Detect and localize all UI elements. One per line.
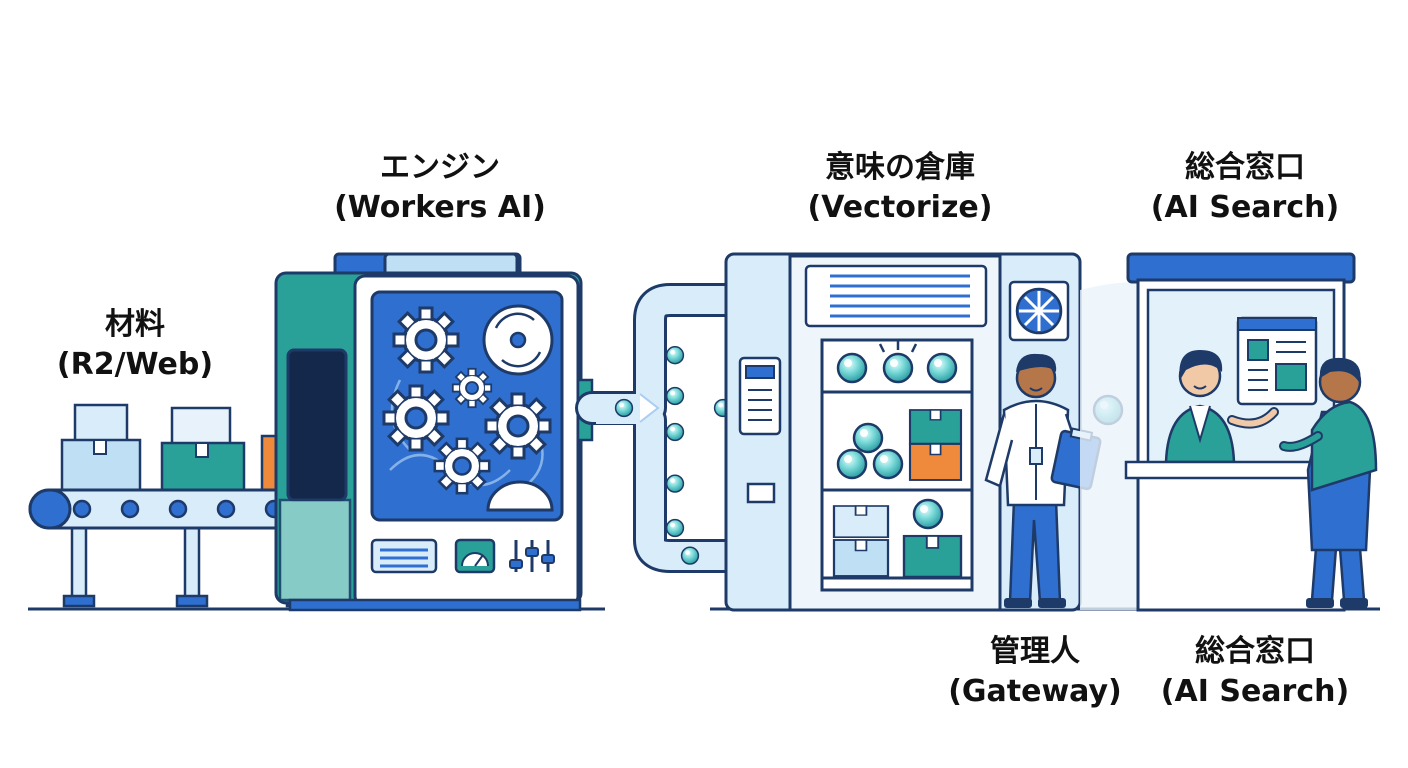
engine-label: エンジン (Workers AI) xyxy=(300,148,580,228)
vector-shelf-icon xyxy=(724,252,1082,612)
counter-bottom-subtitle: (AI Search) xyxy=(1160,674,1350,709)
counter-top-label: 総合窓口 (AI Search) xyxy=(1115,148,1375,228)
materials-title: 材料 xyxy=(105,307,165,342)
counter-top-subtitle: (AI Search) xyxy=(1150,190,1340,225)
counter-bottom-title: 総合窓口 xyxy=(1195,634,1315,669)
counter-bottom-label: 総合窓口 (AI Search) xyxy=(1130,632,1380,712)
warehouse-label: 意味の倉庫 (Vectorize) xyxy=(760,148,1040,228)
counter-top-title: 総合窓口 xyxy=(1185,150,1305,185)
materials-subtitle: (R2/Web) xyxy=(56,347,214,382)
manager-title: 管理人 xyxy=(990,634,1080,669)
warehouse-title: 意味の倉庫 xyxy=(825,150,975,185)
gear-machine-icon xyxy=(274,252,594,612)
help-desk-icon xyxy=(1080,252,1378,612)
engine-subtitle: (Workers AI) xyxy=(334,190,546,225)
warehouse-subtitle: (Vectorize) xyxy=(807,190,993,225)
engine-title: エンジン xyxy=(380,150,500,185)
manager-subtitle: (Gateway) xyxy=(948,674,1122,709)
materials-label: 材料 (R2/Web) xyxy=(30,305,240,385)
manager-label: 管理人 (Gateway) xyxy=(920,632,1150,712)
box-stack-light xyxy=(60,403,142,492)
box-stack-teal xyxy=(160,406,246,492)
